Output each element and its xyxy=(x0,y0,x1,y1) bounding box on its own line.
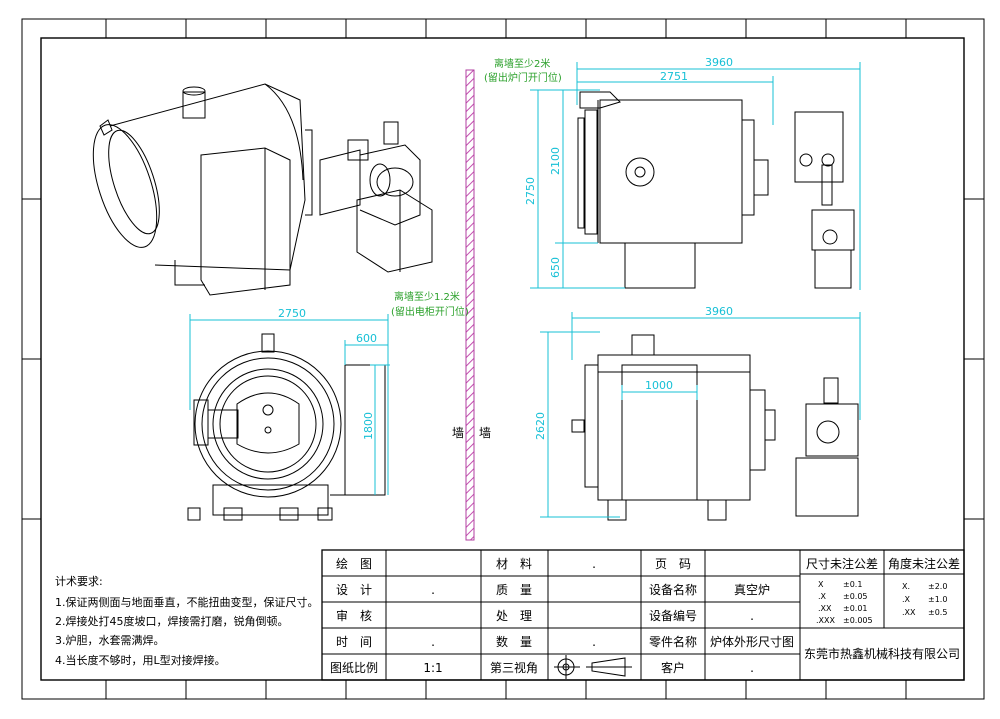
dim-front-cabinet-width: 600 xyxy=(356,332,377,345)
dim-front-width: 2750 xyxy=(278,307,306,320)
tol-angular-val: ±1.0 xyxy=(928,595,947,604)
third-angle-projection-icon xyxy=(554,655,632,679)
dimension-lines xyxy=(189,62,861,518)
wall: 墙 墙 xyxy=(452,69,491,541)
process-label: 处 理 xyxy=(496,609,532,623)
dimension-labels: 3960 2751 2750 2100 650 2750 600 1800 39… xyxy=(278,56,733,440)
qty-value: . xyxy=(592,635,596,649)
customer-value: . xyxy=(750,661,754,675)
company-name: 东莞市热鑫机械科技有限公司 xyxy=(804,646,960,661)
design-label: 设 计 xyxy=(336,583,372,597)
wall-hatch xyxy=(465,69,475,541)
tol-angular-fmt: .XX xyxy=(902,608,916,617)
tol-linear-val: ±0.1 xyxy=(843,580,862,589)
customer-label: 客户 xyxy=(661,660,685,675)
requirement-item: 3.炉胆，水套需满焊。 xyxy=(55,633,165,647)
angular-tolerance-title: 角度未注公差 xyxy=(888,556,960,571)
material-value: . xyxy=(592,557,596,571)
scale-value: 1:1 xyxy=(423,661,442,675)
wall-clearance-top: 离墙至少2米 xyxy=(494,57,550,70)
wall-clearance-mid: 离墙至少1.2米 xyxy=(394,290,460,303)
dim-side-body: 2751 xyxy=(660,70,688,83)
isometric-view xyxy=(92,83,433,296)
tol-angular-fmt: .X xyxy=(902,595,911,604)
wall-clearance-notes: 离墙至少2米 (留出炉门开门位) 离墙至少1.2米 (留出电柜开门位) xyxy=(391,57,562,318)
material-label: 材 料 xyxy=(496,557,532,571)
tol-angular-val: ±2.0 xyxy=(928,582,947,591)
title-block xyxy=(321,549,965,681)
page-label: 页 码 xyxy=(655,557,691,571)
device-name-label: 设备名称 xyxy=(649,582,697,597)
requirement-item: 1.保证两侧面与地面垂直，不能扭曲变型，保证尺寸。 xyxy=(55,595,319,609)
time-label: 时 间 xyxy=(336,635,372,649)
tol-linear-fmt: .X xyxy=(818,592,827,601)
draw-label: 绘 图 xyxy=(336,556,372,571)
tol-linear-fmt: .XX xyxy=(818,604,832,613)
requirement-item: 2.焊接处打45度坡口，焊接需打磨，锐角倒顿。 xyxy=(55,614,289,628)
dim-rear-box-width: 1000 xyxy=(645,379,673,392)
wall-label-right: 墙 xyxy=(479,426,491,440)
dim-front-cabinet-height: 1800 xyxy=(362,412,375,440)
device-no-value: . xyxy=(750,609,754,623)
tol-linear-fmt: .XXX xyxy=(816,616,836,625)
tol-angular-val: ±0.5 xyxy=(928,608,947,617)
linear-tolerance-title: 尺寸未注公差 xyxy=(806,556,878,571)
projection-label: 第三视角 xyxy=(490,660,538,675)
tol-linear-val: ±0.01 xyxy=(843,604,868,613)
scale-label: 图纸比例 xyxy=(330,661,378,675)
requirement-item: 4.当长度不够时，用L型对接焊接。 xyxy=(55,653,226,667)
requirements-heading: 计术要求: xyxy=(55,575,103,588)
linear-tolerance-table: X ±0.1 .X ±0.05 .XX ±0.01 .XXX ±0.005 xyxy=(816,580,873,625)
front-view xyxy=(187,333,386,521)
qty-label: 数 量 xyxy=(496,634,532,649)
dim-side-height-body: 2100 xyxy=(549,147,562,175)
dim-rear-height: 2620 xyxy=(534,412,547,440)
tol-angular-fmt: X. xyxy=(902,582,910,591)
device-name-value: 真空炉 xyxy=(734,583,770,597)
part-name-value: 炉体外形尺寸图 xyxy=(710,635,794,649)
tol-linear-val: ±0.05 xyxy=(843,592,868,601)
tol-linear-fmt: X xyxy=(818,580,824,589)
part-name-label: 零件名称 xyxy=(649,634,697,649)
technical-requirements: 计术要求: 1.保证两侧面与地面垂直，不能扭曲变型，保证尺寸。 2.焊接处打45… xyxy=(55,575,319,667)
dim-side-height-total: 2750 xyxy=(524,177,537,205)
time-value: . xyxy=(431,635,435,649)
design-value: . xyxy=(431,583,435,597)
device-no-label: 设备编号 xyxy=(649,608,697,623)
title-block-text: 绘 图 设 计 . 审 核 时 间 . 图纸比例 1:1 材 料 . 质 量 处… xyxy=(330,556,960,675)
wall-clearance-mid-note: (留出电柜开门位) xyxy=(391,305,469,318)
review-label: 审 核 xyxy=(336,608,372,623)
side-view xyxy=(577,91,855,289)
rear-view xyxy=(571,334,859,521)
tol-linear-val: ±0.005 xyxy=(843,616,873,625)
wall-clearance-top-note: (留出炉门开门位) xyxy=(484,71,562,84)
dim-rear-total: 3960 xyxy=(705,305,733,318)
mass-label: 质 量 xyxy=(496,583,532,597)
dim-side-height-base: 650 xyxy=(549,257,562,278)
dim-side-total: 3960 xyxy=(705,56,733,69)
angular-tolerance-table: X. ±2.0 .X ±1.0 .XX ±0.5 xyxy=(902,582,947,617)
wall-label-left: 墙 xyxy=(452,426,464,440)
